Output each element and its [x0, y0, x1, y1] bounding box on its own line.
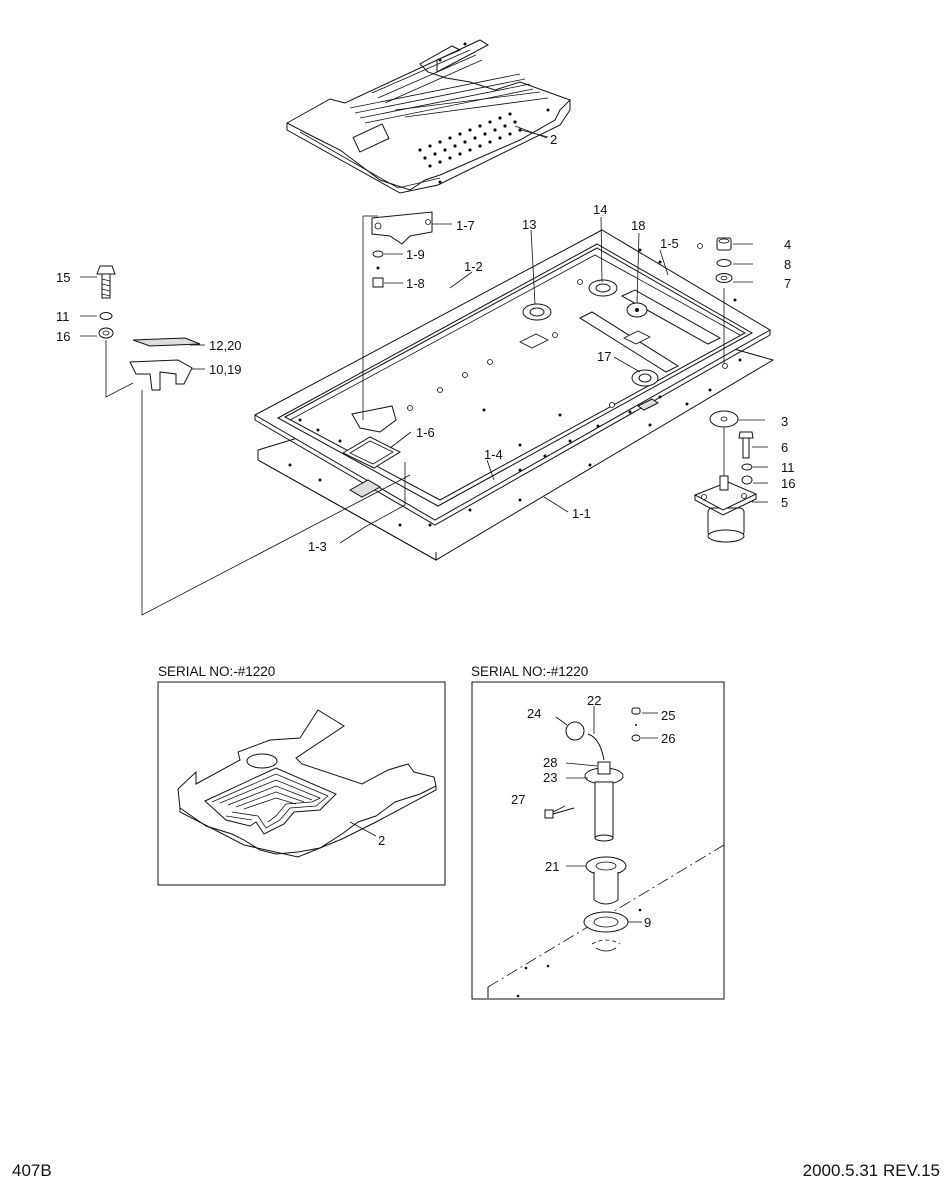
callout-12-20: 12,20: [209, 338, 242, 353]
callout-1-9: 1-9: [406, 247, 425, 262]
callout-1-5: 1-5: [660, 236, 679, 251]
revision-date: 2000.5.31 REV.15: [803, 1161, 940, 1180]
callout-1-3: 1-3: [308, 539, 327, 554]
callout-28: 28: [543, 755, 557, 770]
callout-3: 3: [781, 414, 788, 429]
right-inset: [471, 681, 725, 1000]
right-inset-header: SERIAL NO:-#1220: [471, 664, 588, 679]
callout-1-6: 1-6: [416, 425, 435, 440]
callout-1-2: 1-2: [464, 259, 483, 274]
left-inset: [157, 681, 446, 886]
floor-plate-assembly: [253, 211, 775, 561]
callout-27: 27: [511, 792, 525, 807]
callout-16-left: 16: [56, 329, 70, 344]
callout-2: 2: [550, 132, 557, 147]
callout-5: 5: [781, 495, 788, 510]
callout-2-inset: 2: [378, 833, 385, 848]
callout-6: 6: [781, 440, 788, 455]
callout-22: 22: [587, 693, 601, 708]
floor-mat: [285, 39, 571, 194]
callout-11-left: 11: [56, 309, 70, 324]
callout-25: 25: [661, 708, 675, 723]
callout-26: 26: [661, 731, 675, 746]
left-inset-header: SERIAL NO:-#1220: [158, 664, 275, 679]
callout-15: 15: [56, 270, 70, 285]
right-hardware: [693, 237, 758, 543]
callout-1-4: 1-4: [484, 447, 503, 462]
callout-11-right: 11: [781, 460, 795, 475]
callout-18: 18: [631, 218, 645, 233]
callout-8: 8: [784, 257, 791, 272]
page-code: 407B: [12, 1161, 52, 1180]
callout-16-right: 16: [781, 476, 795, 491]
callout-14: 14: [593, 202, 607, 217]
callout-23: 23: [543, 770, 557, 785]
callout-13: 13: [522, 217, 536, 232]
callout-9: 9: [644, 915, 651, 930]
callout-24: 24: [527, 706, 541, 721]
callout-17: 17: [597, 349, 611, 364]
callout-labels: 2 1-7 1-9 1-8 1-2 13 14 18 1-5 4 8 7 15 …: [56, 132, 795, 930]
callout-1-1: 1-1: [572, 506, 591, 521]
leader-lines: [80, 129, 768, 616]
callout-10-19: 10,19: [209, 362, 242, 377]
callout-1-7: 1-7: [456, 218, 475, 233]
callout-4: 4: [784, 237, 791, 252]
left-hardware: [96, 265, 201, 391]
callout-1-8: 1-8: [406, 276, 425, 291]
callout-21: 21: [545, 859, 559, 874]
callout-7: 7: [784, 276, 791, 291]
